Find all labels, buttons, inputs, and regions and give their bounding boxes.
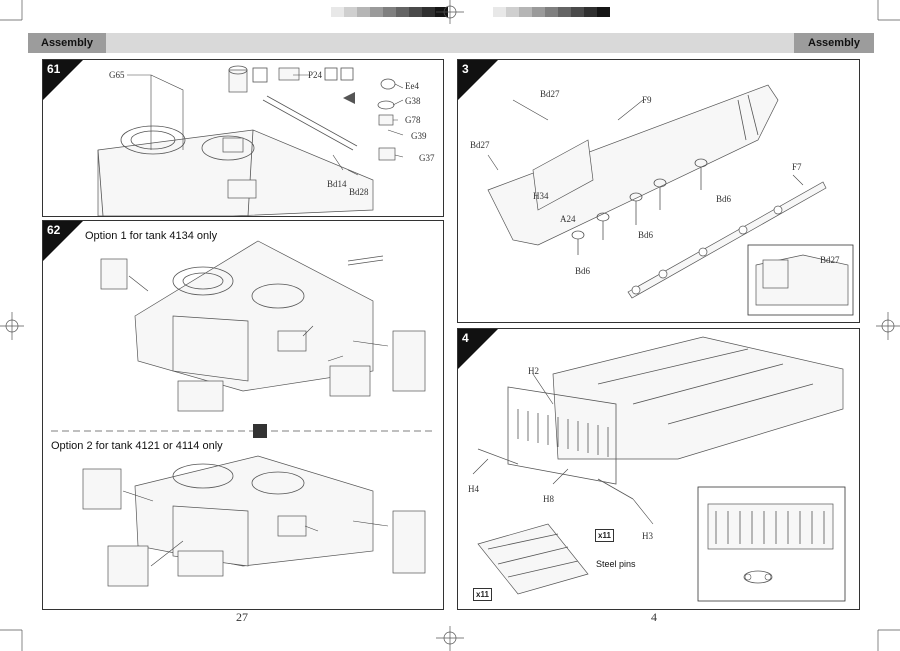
part-label: P24 — [308, 70, 323, 80]
step-number-badge: 3 — [458, 60, 498, 100]
part-label: G38 — [405, 96, 421, 106]
part-label: Ee4 — [405, 81, 419, 91]
part-label: Bd6 — [575, 266, 591, 276]
part-label: H3 — [642, 531, 653, 541]
part-label: H34 — [533, 191, 549, 201]
part-label: H8 — [543, 494, 554, 504]
color-swatch — [331, 7, 344, 17]
part-label: Bd27 — [540, 89, 560, 99]
part-label: F7 — [792, 162, 802, 172]
option-1-caption: Option 1 for tank 4134 only — [85, 230, 218, 242]
color-swatch — [344, 7, 357, 17]
step-number-badge: 4 — [458, 329, 498, 369]
part-label: G78 — [405, 115, 421, 125]
header-tab-right: Assembly — [794, 33, 874, 53]
part-label: H2 — [528, 366, 539, 376]
steel-pins-caption: Steel pins — [596, 559, 636, 569]
step-61-illustration — [97, 65, 404, 216]
step-3-illustration — [487, 84, 854, 316]
color-swatch — [532, 7, 545, 17]
color-swatch — [318, 7, 331, 17]
part-label: H4 — [468, 484, 479, 494]
part-label: Bd27 — [820, 255, 840, 265]
quantity-badge: x11 — [473, 588, 492, 601]
part-label: A24 — [560, 214, 576, 224]
part-label: Bd27 — [470, 140, 490, 150]
part-label: Bd6 — [716, 194, 732, 204]
color-swatch — [584, 7, 597, 17]
color-swatch — [357, 7, 370, 17]
color-swatch — [383, 7, 396, 17]
color-swatch — [493, 7, 506, 17]
color-calibration-bar-right — [480, 7, 610, 17]
quantity-badge: x11 — [595, 529, 614, 542]
page-number-right: 4 — [651, 610, 657, 624]
step-4-illustration — [472, 336, 846, 602]
step-62-illustration — [51, 240, 435, 587]
step-number-badge: 61 — [43, 60, 83, 100]
color-swatch — [519, 7, 532, 17]
color-swatch — [545, 7, 558, 17]
color-swatch — [558, 7, 571, 17]
part-label: G37 — [419, 153, 435, 163]
color-swatch — [409, 7, 422, 17]
part-label: F9 — [642, 95, 652, 105]
color-swatch — [597, 7, 610, 17]
color-swatch — [506, 7, 519, 17]
header-strip — [28, 33, 874, 53]
step-61-panel: 61 G65 P24 Ee4 G38 G78 G39 G37 Bd14 — [42, 59, 444, 217]
part-label: Bd28 — [349, 187, 369, 197]
step-3-panel: 3 Bd27 F9 Bd27 H34 A24 F7 Bd6 Bd6 Bd6 Bd… — [457, 59, 860, 323]
header-tab-left: Assembly — [28, 33, 106, 53]
option-2-caption: Option 2 for tank 4121 or 4114 only — [51, 440, 223, 452]
page-number-left: 27 — [236, 610, 248, 624]
part-label: G39 — [411, 131, 427, 141]
color-swatch — [370, 7, 383, 17]
color-swatch — [422, 7, 435, 17]
step-62-panel: 62 Option 1 for tank 4134 only Option 2 … — [42, 220, 444, 610]
part-label: Bd6 — [638, 230, 654, 240]
color-swatch — [480, 7, 493, 17]
color-swatch — [396, 7, 409, 17]
step-4-panel: 4 H2 H4 H8 H3 x11 x11 Steel pins — [457, 328, 860, 610]
part-label: Bd14 — [327, 179, 347, 189]
part-label: G65 — [109, 70, 125, 80]
step-number-badge: 62 — [43, 221, 83, 261]
color-swatch — [571, 7, 584, 17]
